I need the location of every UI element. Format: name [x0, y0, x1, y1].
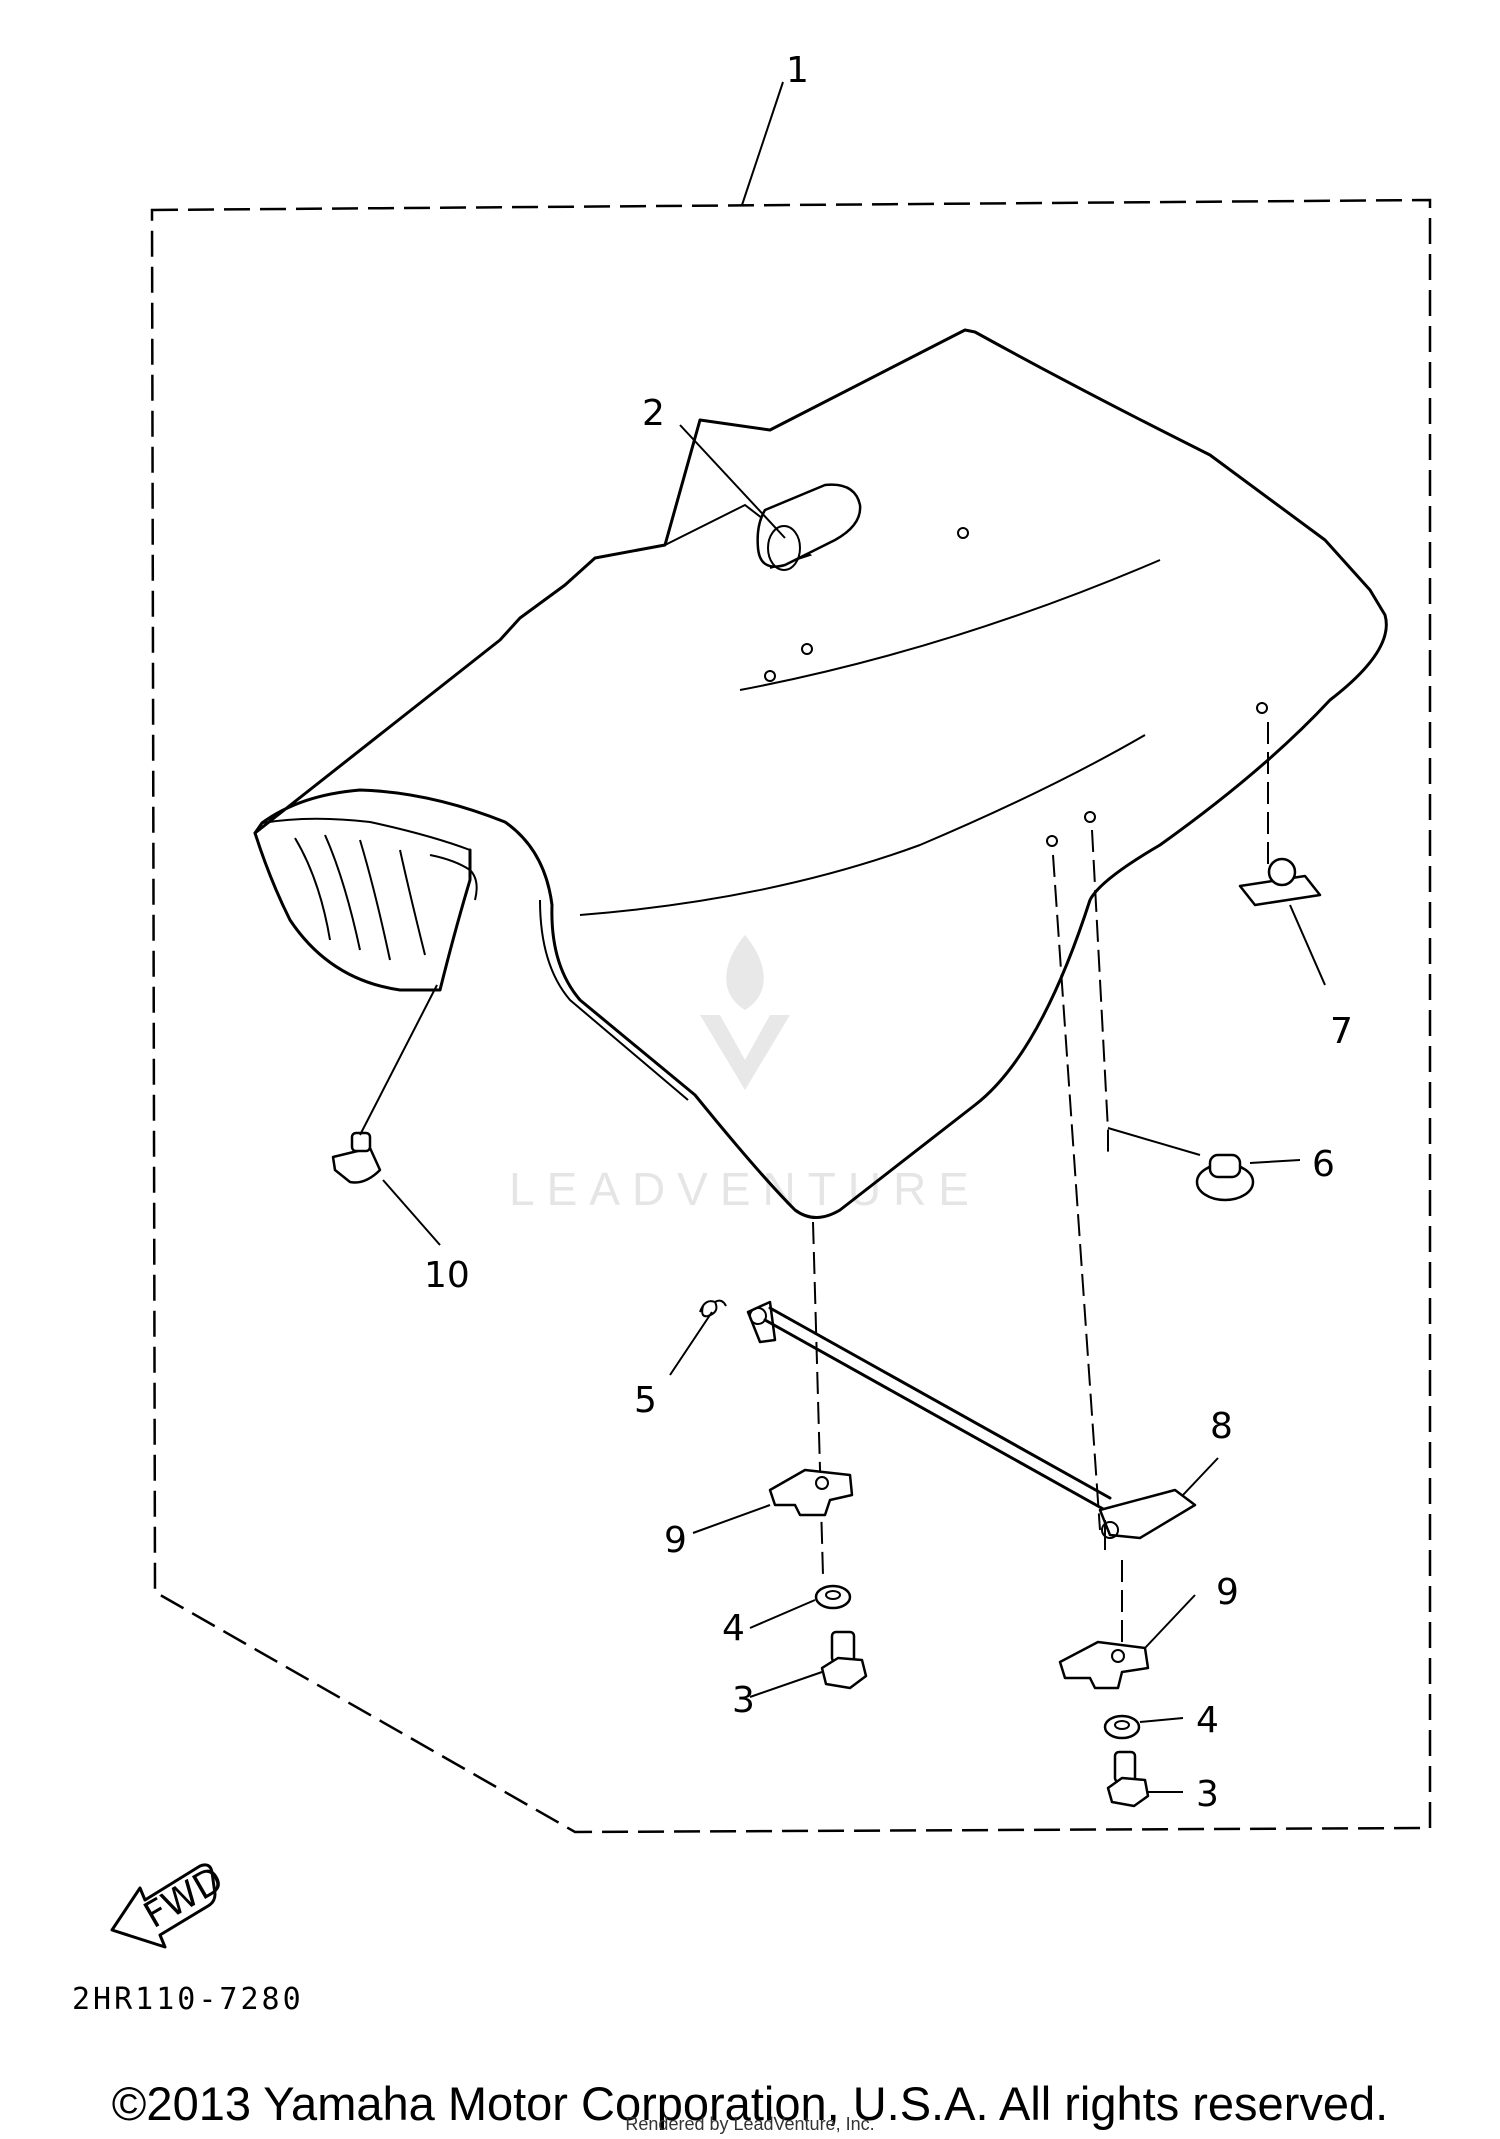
- part-8-rod: [746, 1300, 1197, 1550]
- callout-4-right: 4: [1196, 1700, 1219, 1741]
- callout-6: 6: [1312, 1144, 1335, 1185]
- fwd-label: FWD: [137, 1859, 230, 1937]
- callout-3-right: 3: [1196, 1774, 1219, 1815]
- part-6-bumper: [1195, 1153, 1255, 1202]
- part-9-bracket-left: [768, 1468, 854, 1517]
- callout-9-right: 9: [1216, 1572, 1239, 1613]
- diagram-code: 2HR110-7280: [72, 1982, 304, 2017]
- assembly-boundary: [150, 198, 1432, 1834]
- callout-7: 7: [1330, 1011, 1353, 1052]
- fwd-arrow-icon: FWD: [110, 1859, 230, 1949]
- part-9-bracket-right: [1058, 1640, 1150, 1690]
- callouts: 1 2 10 7 6 5 8 9 9 4 4 3 3: [424, 50, 1353, 1815]
- callout-5: 5: [634, 1380, 657, 1421]
- callout-1: 1: [786, 50, 809, 91]
- callout-8: 8: [1210, 1406, 1233, 1447]
- rendered-by-note: Rendered by LeadVenture, Inc.: [625, 2114, 875, 2134]
- part-7-clip-nut: [1238, 857, 1322, 907]
- callout-2: 2: [642, 393, 665, 434]
- watermark-text: LEADVENTURE: [509, 1163, 981, 1215]
- leader-lines: [359, 81, 1326, 1793]
- part-5-spring: [699, 1299, 727, 1318]
- callout-4-left: 4: [722, 1608, 745, 1649]
- copyright-notice: ©2013 Yamaha Motor Corporation, U.S.A. A…: [111, 2077, 1389, 2130]
- part-4-washer-right: [1103, 1714, 1141, 1740]
- part-10-grommet: [331, 1131, 382, 1184]
- seat-body: [253, 328, 1388, 1219]
- screw-holes: [764, 527, 1268, 847]
- watermark-logo: LEADVENTURE: [509, 935, 981, 1215]
- callout-9-left: 9: [664, 1520, 687, 1561]
- part-4-washer-left: [814, 1584, 852, 1610]
- callout-10: 10: [424, 1255, 470, 1296]
- callout-3-left: 3: [732, 1680, 755, 1721]
- part-3-bolt-left: [820, 1630, 868, 1690]
- part-3-bolt-right: [1106, 1750, 1150, 1808]
